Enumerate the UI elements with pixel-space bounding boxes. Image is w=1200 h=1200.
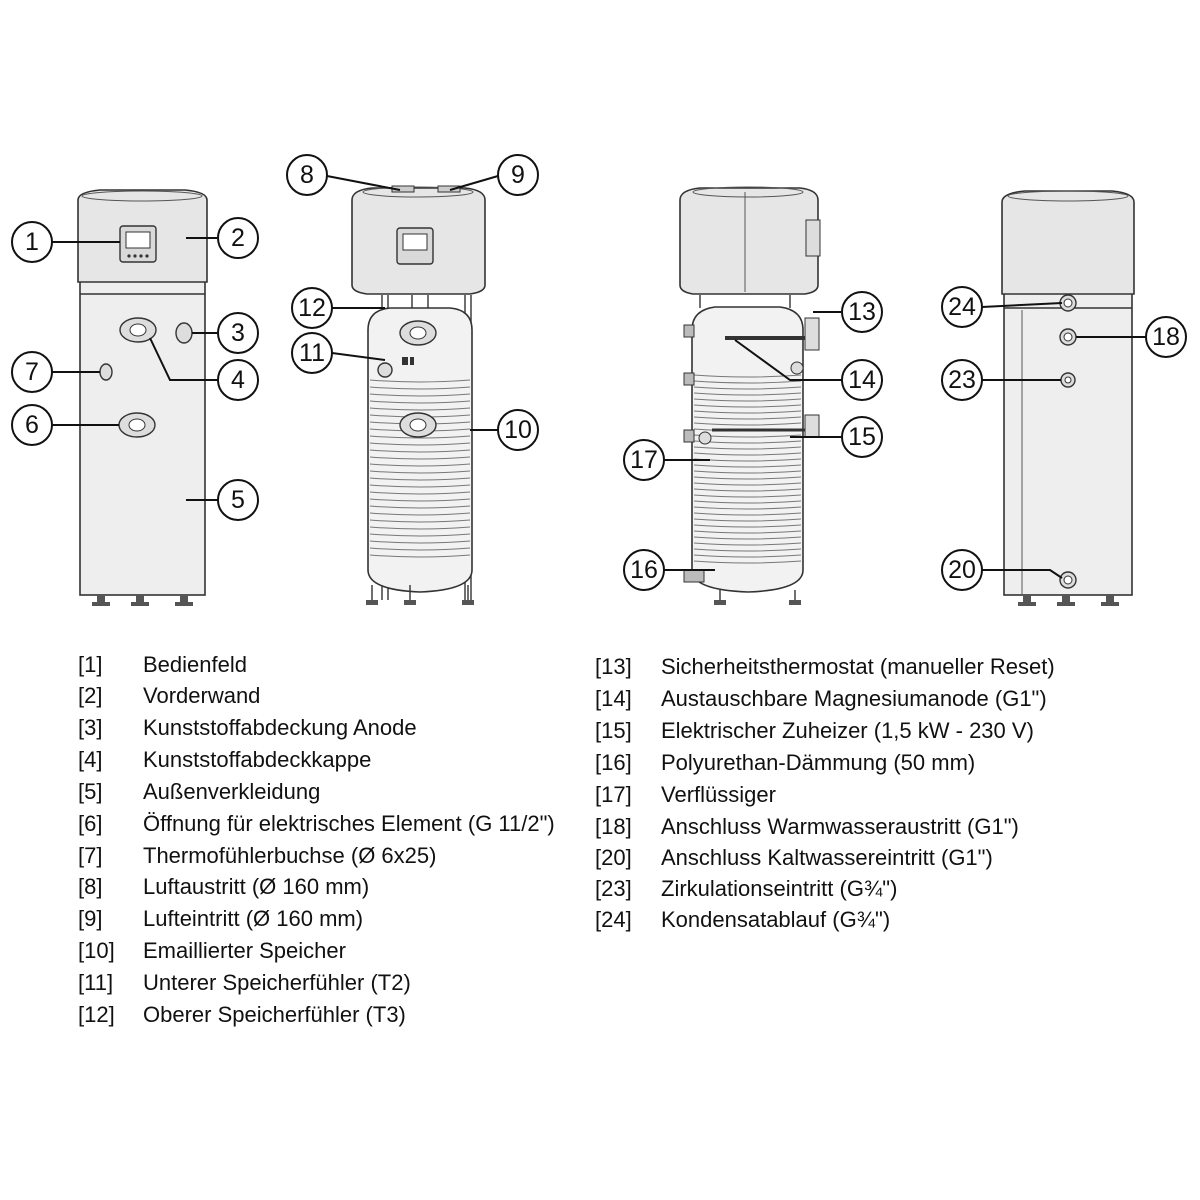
callout-2: 2 xyxy=(217,217,259,259)
legend-number: [8] xyxy=(78,874,103,899)
legend-number: [11] xyxy=(78,970,114,995)
callout-4: 4 xyxy=(217,359,259,401)
callout-9: 9 xyxy=(497,154,539,196)
legend-number: [3] xyxy=(78,715,103,740)
callout-12: 12 xyxy=(291,287,333,329)
callout-label: 17 xyxy=(630,446,658,474)
callout-label: 13 xyxy=(848,298,876,326)
legend-number: [20] xyxy=(595,845,632,870)
rear-exterior-view xyxy=(1001,190,1135,606)
callout-label: 1 xyxy=(25,228,39,256)
legend-label: Anschluss Kaltwassereintritt (G1") xyxy=(661,845,993,870)
callout-18: 18 xyxy=(1145,316,1187,358)
callout-label: 24 xyxy=(948,293,976,321)
callout-16: 16 xyxy=(623,549,665,591)
callout-label: 16 xyxy=(630,556,658,584)
callout-label: 9 xyxy=(511,161,525,189)
callout-8: 8 xyxy=(286,154,328,196)
legend-number: [12] xyxy=(78,1002,115,1027)
callout-3: 3 xyxy=(217,312,259,354)
legend-number: [14] xyxy=(595,686,632,711)
legend-label: Kunststoffabdeckung Anode xyxy=(143,715,417,740)
legend-number: [10] xyxy=(78,938,115,963)
feet xyxy=(714,590,801,605)
callout-23: 23 xyxy=(941,359,983,401)
legend-label: Öffnung für elektrisches Element (G 11/2… xyxy=(143,811,555,836)
legend-number: [16] xyxy=(595,750,632,775)
legend-label: Oberer Speicherfühler (T3) xyxy=(143,1002,406,1027)
legend-number: [17] xyxy=(595,782,632,807)
leader-lines xyxy=(52,175,1146,579)
callout-label: 7 xyxy=(25,358,39,386)
legend-right: [13] Sicherheitsthermostat (manueller Res… xyxy=(595,652,1155,952)
legend-label: Zirkulationseintritt (G¾") xyxy=(661,876,898,901)
legend-label: Austauschbare Magnesiumanode (G1") xyxy=(661,686,1047,711)
callout-11: 11 xyxy=(291,332,333,374)
feet xyxy=(1018,595,1119,606)
legend-label: Kondensatablauf (G¾") xyxy=(661,907,891,932)
legend-number: [1] xyxy=(78,652,103,677)
legend-label: Kunststoffabdeckkappe xyxy=(143,747,372,772)
insulation-rings xyxy=(369,379,471,558)
callout-label: 3 xyxy=(231,319,245,347)
legend-number: [5] xyxy=(78,779,103,804)
legend-label: Thermofühlerbuchse (Ø 6x25) xyxy=(143,843,437,868)
callout-1: 1 xyxy=(11,221,53,263)
callout-label: 20 xyxy=(948,556,976,584)
callout-label: 2 xyxy=(231,224,245,252)
legend-left: [1] Bedienfeld [2] Vorderwand [3] Kunststof… xyxy=(78,650,598,1030)
legend-label: Luftaustritt (Ø 160 mm) xyxy=(143,874,370,899)
callout-label: 6 xyxy=(25,411,39,439)
legend-number: [15] xyxy=(595,718,632,743)
callout-17: 17 xyxy=(623,439,665,481)
callout-10: 10 xyxy=(497,409,539,451)
callout-7: 7 xyxy=(11,351,53,393)
legend-label: Emaillierter Speicher xyxy=(143,938,346,963)
legend-label: Lufteintritt (Ø 160 mm) xyxy=(143,906,364,931)
callout-label: 12 xyxy=(298,294,326,322)
legend-label: Vorderwand xyxy=(143,683,261,708)
callout-label: 18 xyxy=(1152,323,1180,351)
feet xyxy=(92,595,193,606)
callout-label: 11 xyxy=(299,339,325,367)
legend-number: [2] xyxy=(78,683,103,708)
callout-label: 5 xyxy=(231,486,245,514)
legend-label: Polyurethan-Dämmung (50 mm) xyxy=(661,750,976,775)
legend-label: Anschluss Warmwasseraustritt (G1") xyxy=(661,814,1019,839)
internal-tank-view xyxy=(351,185,486,605)
legend-label: Außenverkleidung xyxy=(143,779,321,804)
callout-label: 8 xyxy=(300,161,314,189)
legend-number: [23] xyxy=(595,876,632,901)
legend-number: [4] xyxy=(78,747,103,772)
legend-label: Elektrischer Zuheizer (1,5 kW - 230 V) xyxy=(661,718,1034,743)
callout-20: 20 xyxy=(941,549,983,591)
legend-number: [24] xyxy=(595,907,632,932)
callout-15: 15 xyxy=(841,416,883,458)
legend-number: [9] xyxy=(78,906,103,931)
front-exterior-view xyxy=(77,189,208,606)
legend-label: Sicherheitsthermostat (manueller Reset) xyxy=(661,654,1055,679)
legend-label: Unterer Speicherfühler (T2) xyxy=(143,970,411,995)
legend-label: Bedienfeld xyxy=(143,652,247,677)
legend-number: [18] xyxy=(595,814,632,839)
callout-24: 24 xyxy=(941,286,983,328)
legend-number: [7] xyxy=(78,843,103,868)
callout-13: 13 xyxy=(841,291,883,333)
callout-label: 10 xyxy=(504,416,532,444)
internal-side-view xyxy=(679,186,821,605)
callout-14: 14 xyxy=(841,359,883,401)
callout-label: 14 xyxy=(848,366,876,394)
legend-label: Verflüssiger xyxy=(661,782,776,807)
callout-label: 15 xyxy=(848,423,876,451)
feet xyxy=(366,585,474,605)
callout-5: 5 xyxy=(217,479,259,521)
callout-label: 23 xyxy=(948,366,976,394)
legend-number: [13] xyxy=(595,654,632,679)
callout-6: 6 xyxy=(11,404,53,446)
legend-number: [6] xyxy=(78,811,103,836)
callout-label: 4 xyxy=(231,366,245,394)
